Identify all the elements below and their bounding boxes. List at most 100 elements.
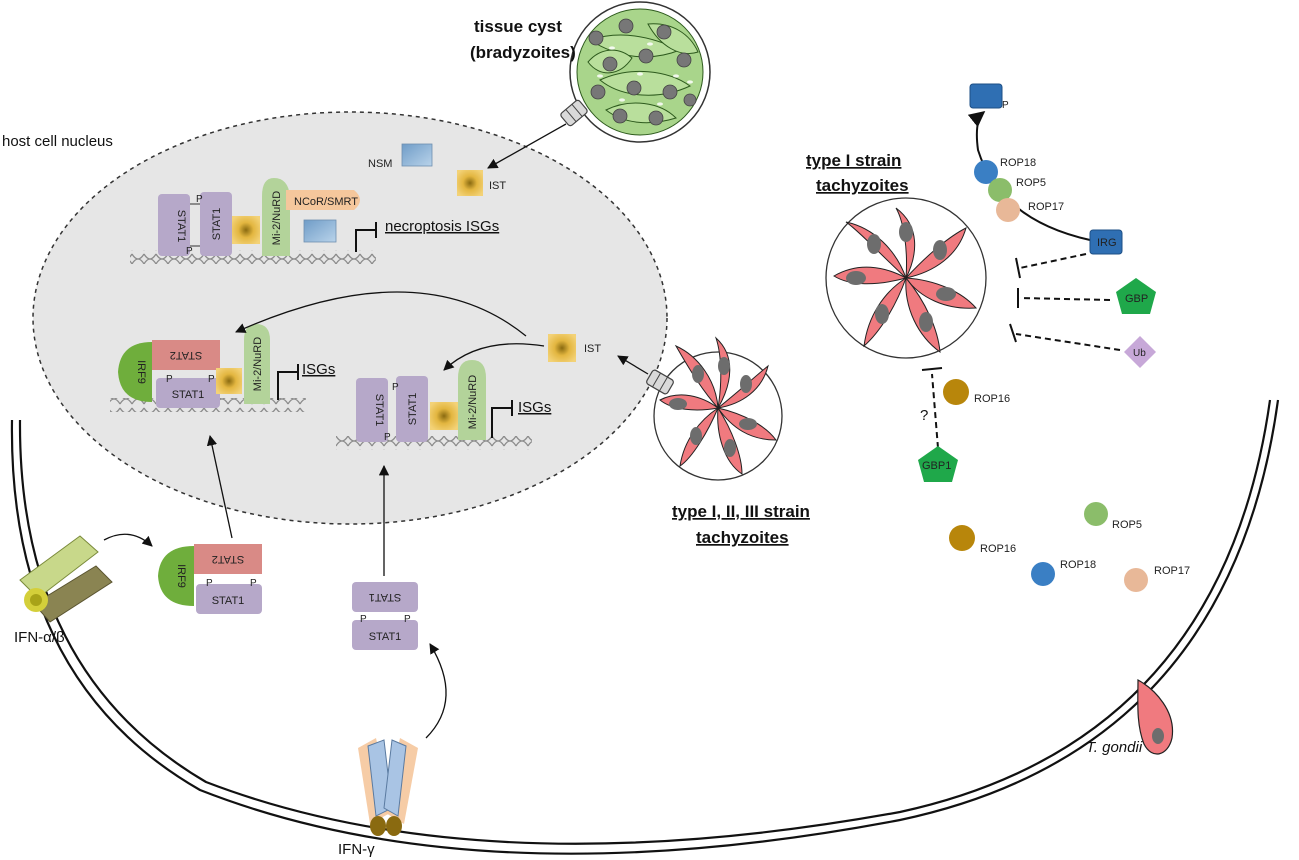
rop5-label-bottom: ROP5 — [1112, 519, 1142, 531]
nsm-block-complex — [303, 219, 337, 243]
irg-inhibition-bar — [1015, 257, 1021, 279]
gbp1-inhibition-line — [931, 373, 939, 449]
repression-bar-mid-left — [277, 364, 299, 400]
isgs-mid-right-label: ISGs — [518, 399, 551, 416]
gbp-label: GBP — [1125, 293, 1148, 305]
mi2-nurd-mid-right — [458, 360, 486, 440]
stat1-cyto-dimer-bottom-label: STAT1 — [369, 631, 402, 643]
gbp1-pentagon — [918, 446, 958, 482]
bradyzoites-label: (bradyzoites) — [470, 43, 576, 62]
tachyzoites-vacuole-right — [825, 197, 987, 359]
repression-bar-top — [355, 222, 377, 252]
gbp1-inhibition-bar — [921, 367, 943, 371]
stat1-top-right — [200, 192, 232, 256]
type1-label-line2: tachyzoites — [816, 176, 909, 195]
phospho-top-2: P — [186, 246, 193, 257]
phosphorylated-irg-block — [969, 83, 1003, 109]
stat1-cyto-left-label: STAT1 — [212, 595, 245, 607]
type1-label-line1: type I strain — [806, 151, 901, 170]
stat1-mid-right-b-label: STAT1 — [407, 393, 419, 426]
ist-label-nuclear: IST — [584, 343, 601, 355]
ist-block-mid-left — [216, 368, 242, 394]
tissue-cyst — [569, 1, 711, 143]
ub-label: Ub — [1133, 348, 1146, 359]
stat2-cyto — [194, 544, 262, 574]
nsm-label: NSM — [368, 158, 392, 170]
ifng-receptor — [358, 738, 418, 836]
rop17-label-top: ROP17 — [1028, 201, 1064, 213]
irf9-mid-label: IRF9 — [135, 360, 147, 384]
stat1-mid-right-a-label: STAT1 — [373, 394, 385, 427]
rop16-ball-top — [943, 379, 969, 405]
rop18-ball-bottom — [1031, 562, 1055, 586]
gbp1-label: GBP1 — [922, 460, 951, 472]
irg-label: IRG — [1097, 237, 1117, 249]
host-nucleus-label: host cell nucleus — [2, 133, 113, 150]
ist-to-right-complex-arrow — [443, 343, 545, 371]
stat1-cyto-left — [196, 584, 262, 614]
mi2-nurd-top-label: Mi-2/NuRD — [271, 191, 283, 245]
stat1-mid-right-a — [356, 378, 388, 442]
stat1-cyto-dimer-bottom — [352, 620, 418, 650]
stat1-top-right-label: STAT1 — [211, 208, 223, 241]
phospho-gaf-1: P — [360, 614, 367, 625]
stat2-mid-label: STAT2 — [170, 349, 203, 361]
ub-inhibition-bar — [1009, 323, 1017, 343]
phospho-top-1: P — [196, 194, 203, 205]
t-gondii-nucleus — [1152, 728, 1164, 744]
ist-block-top — [457, 170, 483, 196]
rop5-ball-top — [988, 178, 1012, 202]
repression-bar-mid-right — [491, 400, 513, 438]
type123-label-line1: type I, II, III strain — [672, 502, 810, 521]
rop18-ball-top — [974, 160, 998, 184]
phospho-gaf-2: P — [404, 614, 411, 625]
mi2-nurd-mid-left — [244, 324, 270, 404]
stat1-mid-right-b — [396, 376, 428, 442]
phospho-irg: P — [1002, 100, 1009, 111]
mi2-nurd-top — [262, 178, 290, 256]
cyst-to-ist-arrow — [487, 123, 567, 169]
gbp-pentagon — [1116, 278, 1156, 314]
cyst-secretion-channel — [560, 99, 588, 127]
ist-block-complex-top — [232, 216, 260, 244]
stat1-top-left — [158, 194, 190, 256]
ist-to-left-complex-arrow — [235, 291, 527, 337]
ifn-g-label: IFN-γ — [338, 841, 375, 858]
rop5-label-top: ROP5 — [1016, 177, 1046, 189]
rop18-label-bottom: ROP18 — [1060, 559, 1096, 571]
t-gondii-label: T. gondii — [1086, 739, 1143, 756]
phospho-link-top — [190, 203, 200, 247]
ifn-ab-receptor — [19, 535, 113, 623]
rop16-label-top: ROP16 — [974, 393, 1010, 405]
ub-diamond — [1124, 336, 1156, 368]
irf9-mid — [118, 342, 152, 402]
tissue-cyst-label: tissue cyst — [474, 17, 562, 36]
stat1-mid-left-label: STAT1 — [172, 389, 205, 401]
rop16-label-bottom: ROP16 — [980, 543, 1016, 555]
question-mark: ? — [920, 407, 928, 424]
ub-inhibition-line — [1015, 333, 1121, 351]
tachyzoite-secretion-channel — [646, 369, 674, 395]
ist-block-nuclear — [548, 334, 576, 362]
irf9-cyto — [158, 546, 194, 606]
rop18-label-top: ROP18 — [1000, 157, 1036, 169]
gbp-inhibition-line — [1019, 297, 1111, 301]
mi2-nurd-mid-left-label: Mi-2/NuRD — [252, 337, 264, 391]
stat2-cyto-label: STAT2 — [212, 553, 245, 565]
rop16-ball-bottom — [949, 525, 975, 551]
necroptosis-isgs-label: necroptosis ISGs — [385, 218, 499, 235]
rop17-ball-bottom — [1124, 568, 1148, 592]
type123-label-line2: tachyzoites — [696, 528, 789, 547]
host-cell-nucleus — [32, 111, 668, 525]
isgf3-to-nucleus-arrow — [206, 434, 233, 539]
dna-strand-top — [130, 250, 376, 264]
ifn-ab-label: IFN-α/β — [14, 629, 65, 646]
ist-block-mid-right — [430, 402, 458, 430]
rop5-ball-bottom — [1084, 502, 1108, 526]
irf9-cyto-label: IRF9 — [175, 564, 187, 588]
phospho-mid-right-2: P — [384, 432, 391, 443]
phospho-cyto-left-2: P — [250, 578, 257, 589]
irg-inhibition-line — [1019, 253, 1087, 269]
nsm-block — [401, 143, 433, 167]
